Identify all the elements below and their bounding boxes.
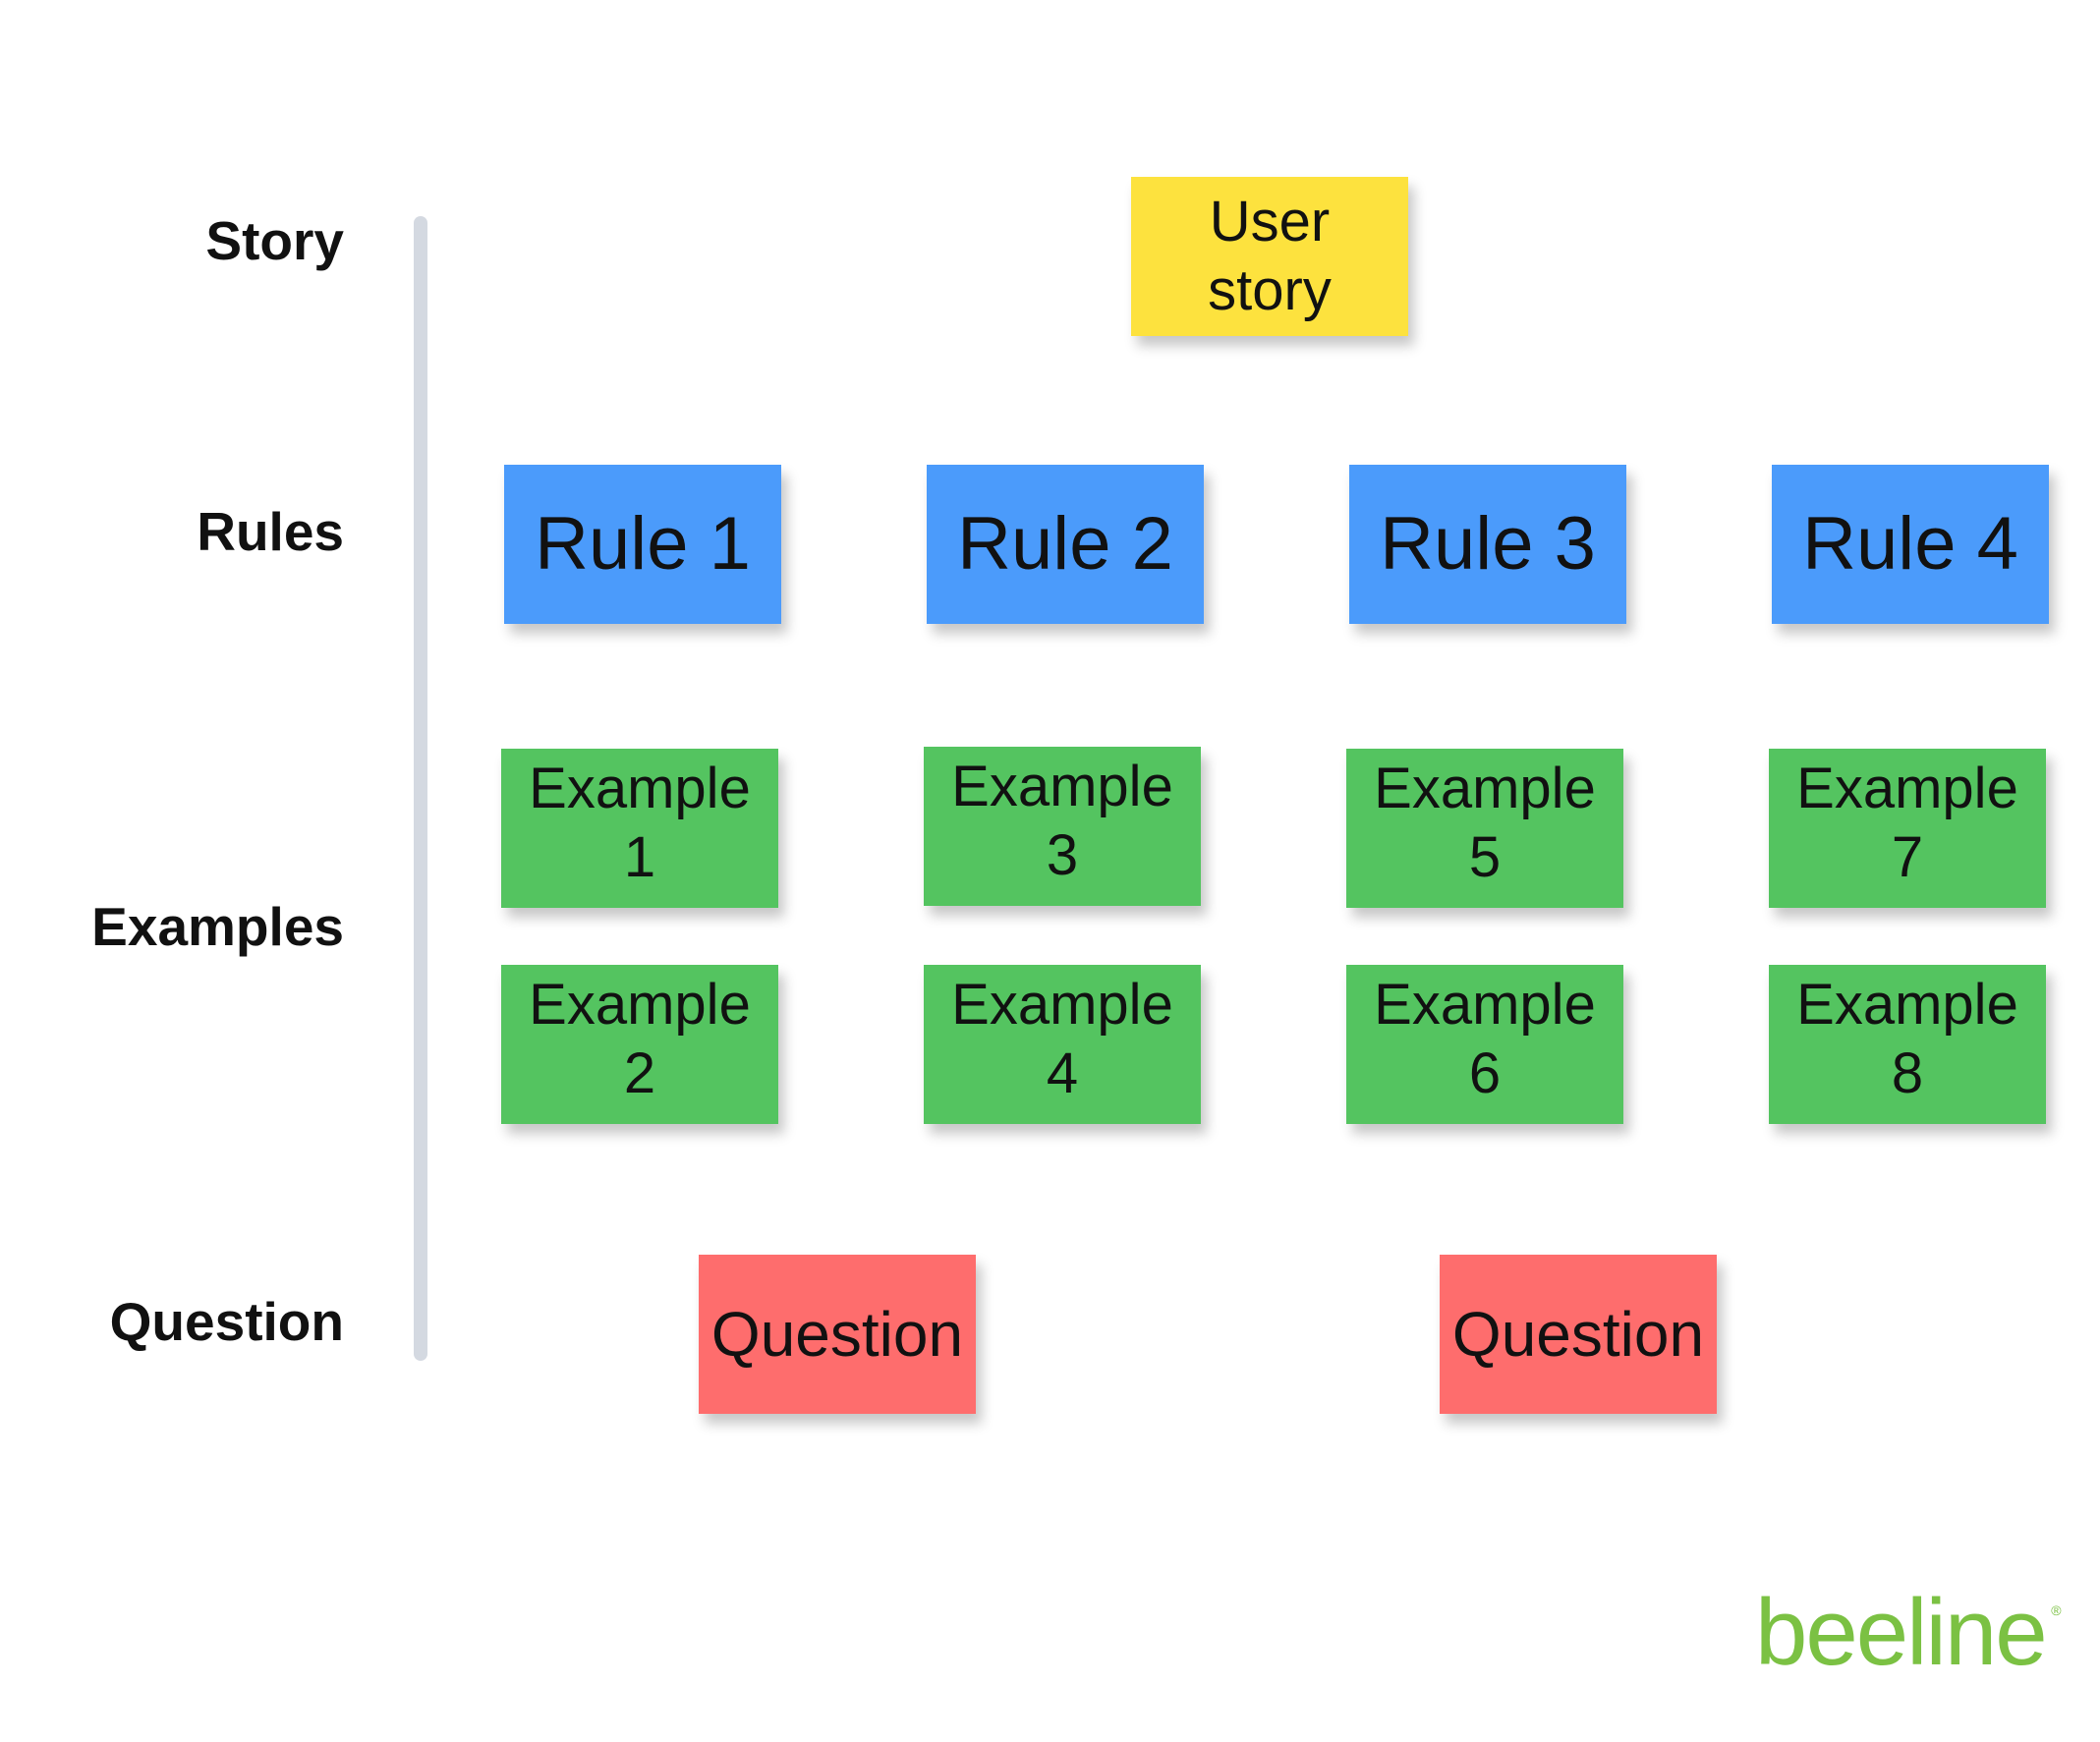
example-note-5[interactable]: Example 5 xyxy=(1346,749,1623,908)
row-label-question: Question xyxy=(109,1291,344,1352)
example-label: Example 4 xyxy=(951,973,1173,1105)
example-label: Example 7 xyxy=(1796,757,2018,889)
row-label-examples: Examples xyxy=(91,896,344,957)
row-label-story: Story xyxy=(205,210,344,271)
rule-label: Rule 1 xyxy=(535,502,751,586)
example-note-6[interactable]: Example 6 xyxy=(1346,965,1623,1124)
example-note-4[interactable]: Example 4 xyxy=(924,965,1201,1124)
example-note-8[interactable]: Example 8 xyxy=(1769,965,2046,1124)
example-label: Example 5 xyxy=(1374,757,1596,889)
user-story-label: User story xyxy=(1208,190,1332,322)
example-note-3[interactable]: Example 3 xyxy=(924,747,1201,906)
rule-label: Rule 4 xyxy=(1802,502,2018,586)
user-story-note[interactable]: User story xyxy=(1131,177,1408,336)
question-label: Question xyxy=(710,1299,964,1370)
rule-note-2[interactable]: Rule 2 xyxy=(927,465,1204,624)
example-note-1[interactable]: Example 1 xyxy=(501,749,778,908)
rule-label: Rule 3 xyxy=(1380,502,1596,586)
rule-note-3[interactable]: Rule 3 xyxy=(1349,465,1626,624)
example-note-2[interactable]: Example 2 xyxy=(501,965,778,1124)
question-note-1[interactable]: Question xyxy=(699,1255,976,1414)
beeline-logo: beeline® xyxy=(1755,1586,2062,1680)
example-label: Example 2 xyxy=(529,973,751,1105)
row-label-rules: Rules xyxy=(197,501,344,562)
vertical-divider xyxy=(414,216,427,1361)
example-label: Example 8 xyxy=(1796,973,2018,1105)
example-label: Example 1 xyxy=(529,757,751,889)
rule-label: Rule 2 xyxy=(957,502,1173,586)
rule-note-1[interactable]: Rule 1 xyxy=(504,465,781,624)
example-label: Example 3 xyxy=(951,755,1173,887)
registered-mark-icon: ® xyxy=(2051,1602,2062,1618)
logo-text: beeline xyxy=(1755,1580,2048,1685)
example-note-7[interactable]: Example 7 xyxy=(1769,749,2046,908)
question-label: Question xyxy=(1451,1299,1705,1370)
question-note-2[interactable]: Question xyxy=(1440,1255,1717,1414)
example-label: Example 6 xyxy=(1374,973,1596,1105)
rule-note-4[interactable]: Rule 4 xyxy=(1772,465,2049,624)
